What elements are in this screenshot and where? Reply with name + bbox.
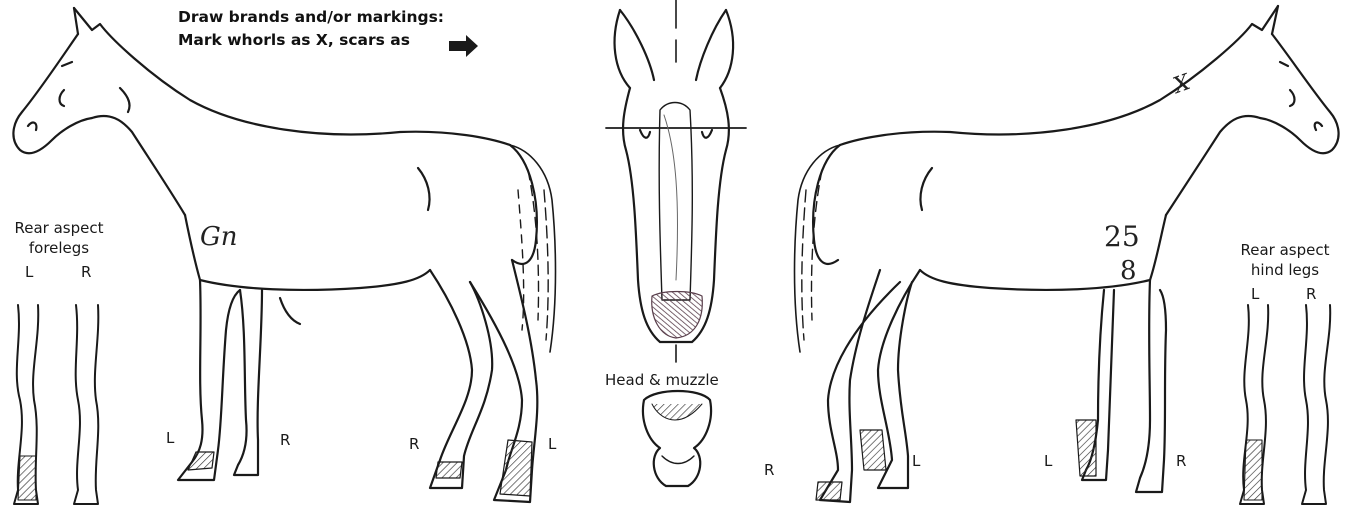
forelegs-left-label: L bbox=[25, 262, 33, 282]
right-fore-left-sock bbox=[1076, 420, 1096, 476]
left-hind-left-sock bbox=[500, 440, 532, 496]
scar-arrow-icon bbox=[449, 35, 478, 57]
right-horse-fore-right-label: R bbox=[1176, 451, 1186, 471]
left-horse-fore-left-label: L bbox=[166, 428, 174, 448]
forelegs-right-label: R bbox=[81, 262, 91, 282]
instructions-line-1: Draw brands and/or markings: bbox=[178, 6, 444, 29]
forelegs-panel-title: Rear aspect forelegs bbox=[0, 218, 118, 258]
left-horse-hind-left-label: L bbox=[548, 434, 556, 454]
right-horse-hind-right-label: R bbox=[764, 460, 774, 480]
muzzle-underside bbox=[643, 391, 711, 486]
hindlegs-title-line-2: hind legs bbox=[1226, 260, 1344, 280]
left-horse-hind-right-label: R bbox=[409, 434, 419, 454]
foreleg-left-sock bbox=[18, 456, 36, 500]
forelegs-title-line-1: Rear aspect bbox=[0, 218, 118, 238]
head-muzzle-caption: Head & muzzle bbox=[605, 370, 719, 390]
handwritten-number-bottom: 8 bbox=[1120, 256, 1137, 286]
instructions: Draw brands and/or markings: Mark whorls… bbox=[178, 6, 444, 52]
hindlegs-panel-title: Rear aspect hind legs bbox=[1226, 240, 1344, 280]
muzzle-shading bbox=[652, 292, 703, 339]
left-hind-right-sock bbox=[436, 462, 462, 478]
right-hind-left-sock bbox=[860, 430, 886, 470]
hindlegs-title-line-1: Rear aspect bbox=[1226, 240, 1344, 260]
right-hind-right-sock bbox=[816, 482, 842, 500]
right-horse-hind-left-label: L bbox=[912, 451, 920, 471]
forelegs-title-line-2: forelegs bbox=[0, 238, 118, 258]
left-fore-left-sock bbox=[188, 452, 214, 470]
left-horse-fore-right-label: R bbox=[280, 430, 290, 450]
instructions-line-2: Mark whorls as X, scars as bbox=[178, 29, 444, 52]
handwritten-brand-note: Gn bbox=[200, 222, 238, 252]
hindleg-left-sock bbox=[1244, 440, 1262, 500]
right-horse-fore-left-label: L bbox=[1044, 451, 1052, 471]
hindlegs-right-label: R bbox=[1306, 284, 1316, 304]
hindlegs-left-label: L bbox=[1251, 284, 1259, 304]
handwritten-number-top: 25 bbox=[1104, 220, 1140, 253]
